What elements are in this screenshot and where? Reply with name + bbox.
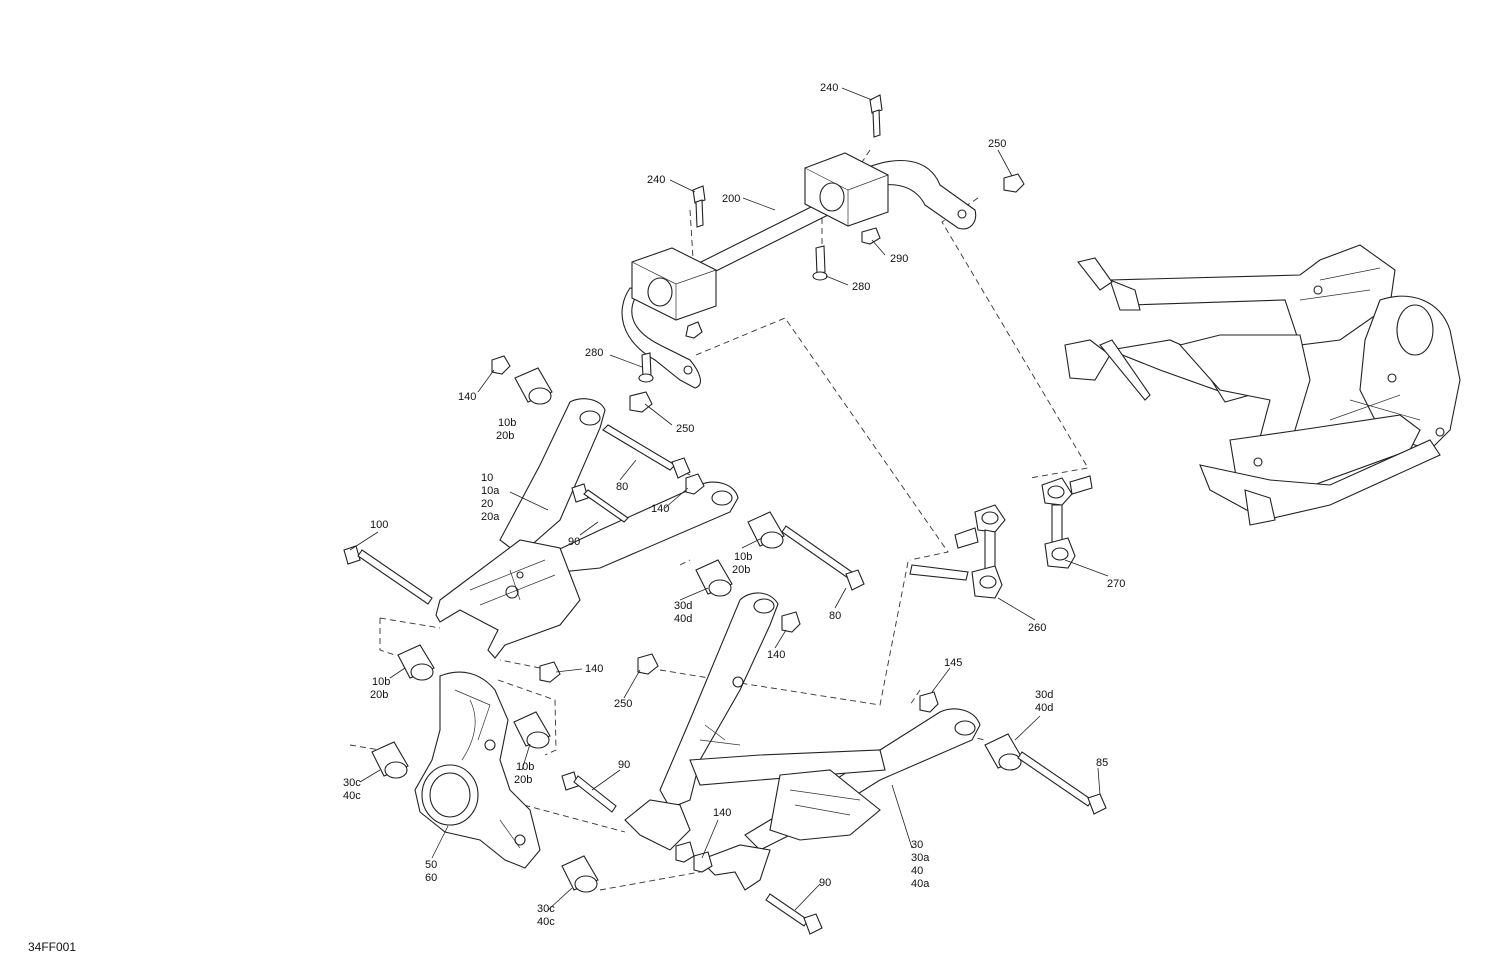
callout-140-bottom: 140 (713, 807, 731, 819)
callout-90-bottom: 90 (819, 877, 831, 889)
callout-140-mid: 140 (651, 503, 669, 515)
callout-10b-4: 10b (516, 761, 534, 773)
callout-20b-2: 20b (732, 564, 750, 576)
callout-140-top: 140 (458, 391, 476, 403)
upper-a-arm (435, 398, 739, 659)
callout-50: 50 (425, 859, 437, 871)
callout-10b-2: 10b (734, 551, 752, 563)
callout-40a: 40a (911, 878, 930, 890)
sway-bar (621, 94, 1025, 413)
callout-260: 260 (1028, 622, 1046, 634)
callout-40: 40 (911, 865, 923, 877)
callout-30c-1: 30c (343, 777, 361, 789)
upper-arm-hardware (343, 355, 865, 683)
callout-80-right: 80 (829, 610, 841, 622)
lower-a-arm (561, 592, 1107, 935)
callout-85: 85 (1096, 757, 1108, 769)
callout-10b-3: 10b (372, 676, 390, 688)
callout-30d-2: 30d (1035, 689, 1053, 701)
callout-100: 100 (370, 519, 388, 531)
callout-40c-1: 40c (343, 790, 361, 802)
callout-20b-1: 20b (496, 430, 514, 442)
callout-20b-3: 20b (370, 689, 388, 701)
callout-240-top: 240 (820, 82, 838, 94)
callout-140-lower: 140 (585, 663, 603, 675)
callout-250-lower: 250 (614, 698, 632, 710)
callout-290: 290 (890, 253, 908, 265)
callout-90-top: 90 (568, 536, 580, 548)
callout-145: 145 (944, 657, 962, 669)
callout-140-right: 140 (767, 649, 785, 661)
callout-10b-1: 10b (498, 417, 516, 429)
callout-280-right: 280 (852, 281, 870, 293)
callout-20: 20 (481, 498, 493, 510)
callout-90-mid: 90 (618, 759, 630, 771)
callout-250-left: 250 (676, 423, 694, 435)
callout-60: 60 (425, 872, 437, 884)
leader-lines (349, 87, 1109, 911)
callout-20b-4: 20b (514, 774, 532, 786)
callout-30d-1: 30d (674, 600, 692, 612)
callout-20a: 20a (481, 511, 500, 523)
callout-40c-2: 40c (537, 916, 555, 928)
callout-30c-2: 30c (537, 903, 555, 915)
callout-200: 200 (722, 193, 740, 205)
knuckle (371, 644, 599, 893)
callout-250-right: 250 (988, 138, 1006, 150)
callout-30a: 30a (911, 852, 930, 864)
callout-80-top: 80 (616, 481, 628, 493)
callout-30: 30 (911, 839, 923, 851)
callout-10a: 10a (481, 485, 500, 497)
callout-270: 270 (1107, 578, 1125, 590)
sway-bar-links (909, 475, 1093, 599)
callout-40d-1: 40d (674, 613, 692, 625)
callout-10: 10 (481, 472, 493, 484)
callout-labels: 240 250 240 200 290 280 280 250 140 10b … (343, 82, 1125, 928)
assembled-corner-view (1064, 244, 1461, 526)
callout-280-left: 280 (585, 347, 603, 359)
callout-240-left: 240 (647, 174, 665, 186)
drawing-code: 34FF001 (28, 940, 77, 954)
callout-40d-2: 40d (1035, 702, 1053, 714)
